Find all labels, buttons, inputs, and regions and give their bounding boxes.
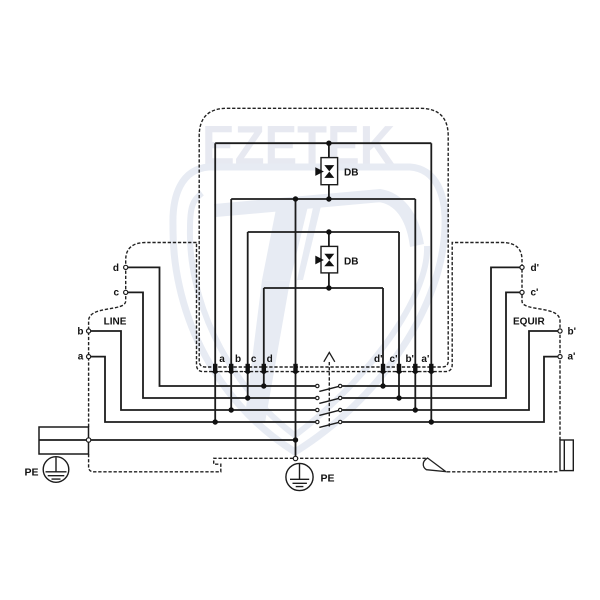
svg-text:d: d [267,354,273,365]
svg-text:b': b' [568,326,577,337]
svg-text:d: d [113,263,119,274]
svg-text:a: a [78,352,84,363]
svg-text:b: b [77,326,83,337]
svg-text:a': a' [421,354,429,365]
svg-text:LINE: LINE [104,316,127,327]
svg-text:b: b [235,354,241,365]
svg-text:b': b' [405,354,414,365]
svg-text:DB: DB [344,256,358,267]
svg-text:d': d' [374,354,383,365]
svg-text:a': a' [568,352,576,363]
svg-text:c': c' [390,354,398,365]
svg-text:DB: DB [344,167,358,178]
svg-text:a: a [219,354,225,365]
svg-text:c': c' [531,287,539,298]
svg-text:d': d' [531,263,540,274]
svg-text:EQUIR: EQUIR [513,316,545,327]
svg-text:c: c [251,354,257,365]
svg-text:PE: PE [321,473,335,485]
svg-text:c: c [113,287,119,298]
svg-text:PE: PE [25,467,39,479]
